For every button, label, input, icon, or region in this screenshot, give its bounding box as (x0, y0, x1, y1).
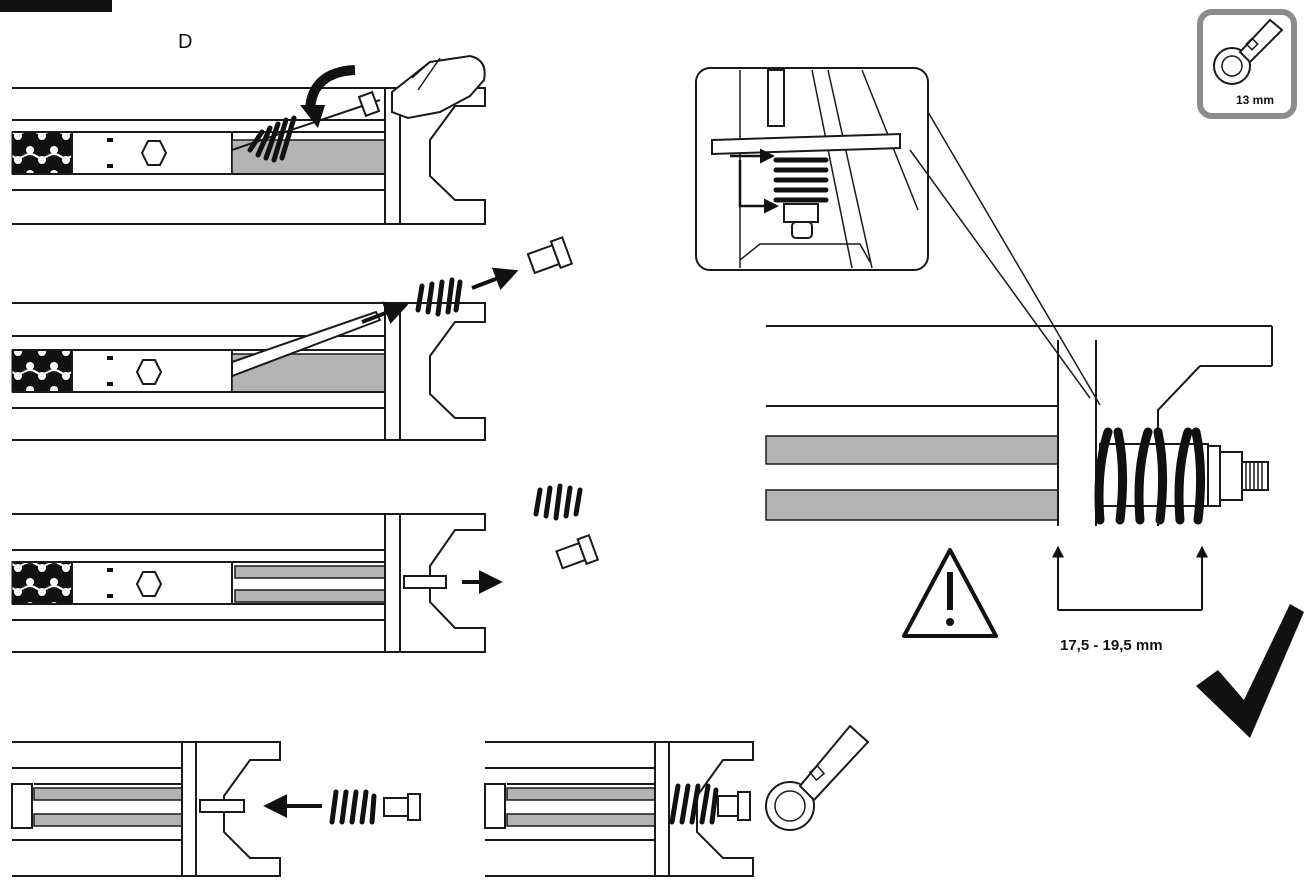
detail-view (765, 325, 1273, 611)
panel-1-remove-bolt (11, 54, 486, 225)
hex-nut (135, 359, 163, 385)
hex-nut (140, 140, 168, 166)
bolt (383, 797, 409, 817)
tool-badge (1197, 9, 1297, 119)
spring (773, 157, 829, 203)
spring (669, 783, 719, 825)
ring-wrench-icon (765, 724, 870, 831)
measurement-range: 17,5 - 19,5 mm (1060, 637, 1163, 654)
spring (329, 789, 377, 825)
warning-triangle-icon (902, 548, 998, 638)
spring (247, 115, 297, 163)
checkmark-icon (1196, 604, 1304, 738)
step-letter: D (178, 31, 192, 53)
hex-nut (135, 571, 163, 597)
spring (533, 483, 583, 521)
spring (415, 277, 463, 317)
panel-2-pull-spring (11, 236, 574, 441)
bolt (717, 795, 739, 817)
header-bar (0, 0, 112, 12)
panel-3-removed-parts (11, 483, 600, 653)
bolt (555, 533, 600, 570)
rotate-arrow-icon (305, 65, 356, 111)
bolt (357, 90, 381, 118)
spring (1094, 427, 1206, 525)
ring-wrench-icon (1213, 18, 1284, 85)
bolt (526, 236, 574, 275)
panel-4-insert-spring (11, 741, 421, 877)
hand-icon (391, 54, 486, 120)
zoom-inset (695, 67, 929, 271)
panel-5-tighten-bolt (484, 724, 870, 877)
tool-size-label: 13 mm (1236, 93, 1274, 107)
chain-section (11, 131, 73, 175)
